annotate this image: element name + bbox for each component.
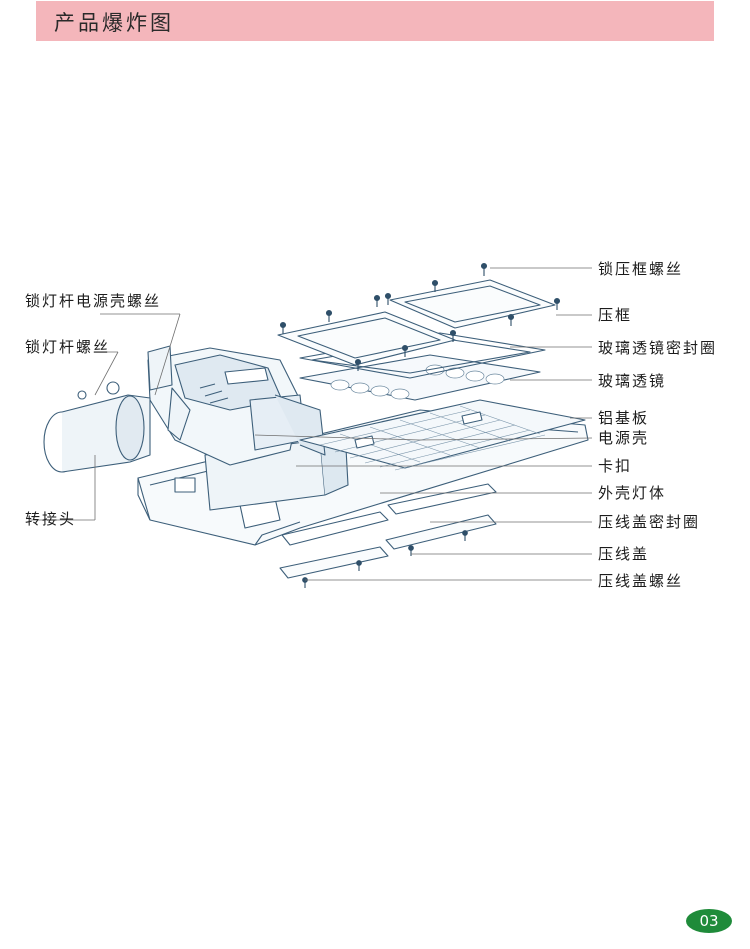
head-housing-shape [147, 347, 326, 466]
label-frame-screw: 锁压框螺丝 [598, 260, 684, 278]
label-glass-lens: 玻璃透镜 [598, 372, 667, 390]
frame-screws [279, 262, 561, 371]
label-pole-housing-screw: 锁灯杆电源壳螺丝 [25, 292, 162, 310]
clip-shapes [354, 411, 483, 449]
aluminum-board-shape [299, 399, 586, 471]
adapter-shape [43, 381, 151, 473]
label-pole-screw: 锁灯杆螺丝 [25, 338, 111, 356]
title-bar: 产品爆炸图 [36, 1, 714, 41]
label-cover-screw: 压线盖螺丝 [598, 572, 684, 590]
label-wire-cover: 压线盖 [598, 545, 650, 563]
label-frame: 压框 [598, 306, 633, 324]
label-glass-seal: 玻璃透镜密封圈 [598, 339, 718, 357]
wire-cover-shapes [279, 514, 497, 579]
wire-cover-seal-shapes [281, 483, 497, 546]
label-clip: 卡扣 [598, 457, 633, 475]
label-adapter: 转接头 [25, 510, 77, 528]
label-cover-seal: 压线盖密封圈 [598, 513, 701, 531]
cover-screws [302, 530, 468, 588]
bracket-shape [147, 345, 191, 441]
label-aluminum-board: 铝基板 [598, 409, 650, 427]
glass-lens-shape [299, 354, 541, 401]
leader-lines [30, 267, 593, 581]
label-power-housing: 电源壳 [598, 429, 650, 447]
page-number-badge: 03 [686, 909, 732, 933]
page-title: 产品爆炸图 [54, 11, 174, 35]
label-lamp-body: 外壳灯体 [598, 484, 667, 502]
frame-shape [277, 279, 556, 366]
